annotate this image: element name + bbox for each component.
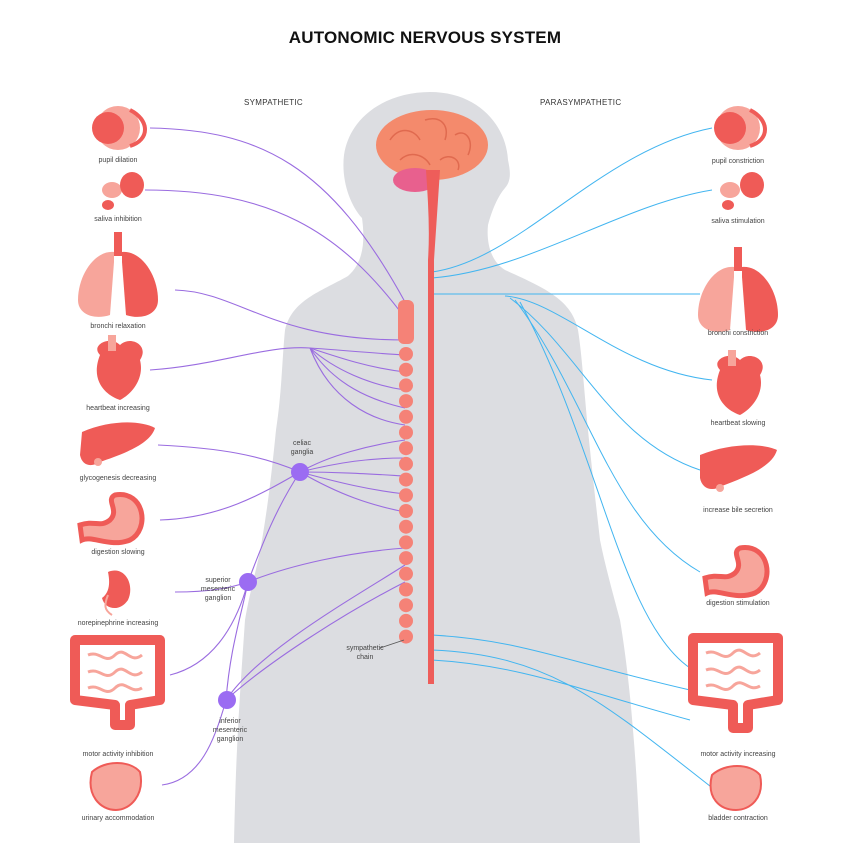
chain-bead: [399, 362, 413, 377]
chain-bead: [399, 378, 413, 393]
chain-bead: [399, 394, 413, 409]
chain-bead: [399, 598, 413, 613]
caption-bronchi-constriction: bronchi constriction: [707, 330, 769, 337]
superior-mesenteric-ganglion: [239, 573, 257, 591]
kidney-icon: [102, 570, 131, 616]
eye-icon-right: [714, 106, 767, 150]
stomach-icon: [77, 492, 145, 546]
caption-saliva-inhibition: saliva inhibition: [94, 216, 142, 223]
diagram-title: AUTONOMIC NERVOUS SYSTEM: [288, 28, 562, 47]
chain-bead: [399, 472, 413, 487]
caption-norepinephrine-increasing: norepinephrine increasing: [77, 620, 159, 627]
caption-urinary-accommodation: urinary accommodation: [81, 815, 155, 822]
salivary-gland-icon: [102, 172, 144, 210]
chain-bead: [399, 535, 413, 550]
caption-heartbeat-slowing: heartbeat slowing: [710, 420, 766, 427]
eye-icon: [92, 106, 147, 150]
caption-pupil-constriction: pupil constriction: [711, 158, 765, 165]
intestines-icon-right: [688, 633, 783, 733]
parasympathetic-label: PARASYMPATHETIC: [540, 98, 622, 107]
heart-icon-right: [716, 350, 763, 415]
caption-saliva-stimulation: saliva stimulation: [711, 218, 765, 225]
chain-bead: [399, 488, 413, 503]
inferior-mesenteric-ganglion: [218, 691, 236, 709]
salivary-gland-icon-right: [720, 172, 764, 210]
lungs-icon: [78, 232, 158, 317]
chain-bead: [399, 409, 413, 424]
caption-digestion-stimulation: digestion stimulation: [706, 600, 770, 607]
caption-heartbeat-increasing: heartbeat increasing: [86, 405, 150, 412]
chain-bead: [399, 551, 413, 566]
liver-icon-right: [700, 445, 777, 492]
bladder-icon: [89, 762, 142, 812]
chain-bead: [399, 441, 413, 456]
sympathetic-chain-top: [398, 300, 414, 344]
chain-bead: [399, 566, 413, 581]
celiac-ganglia-label: celiac ganglia: [290, 440, 314, 456]
celiac-ganglion: [291, 463, 309, 481]
body-silhouette: [234, 92, 640, 843]
caption-motor-activity-increasing: motor activity increasing: [700, 751, 776, 758]
chain-bead: [399, 456, 413, 471]
caption-increase-bile-secretion: increase bile secretion: [703, 507, 773, 514]
sympathetic-nerves: [144, 127, 406, 786]
chain-bead: [399, 519, 413, 534]
intestines-icon: [70, 635, 165, 730]
caption-bladder-contraction: bladder contraction: [708, 815, 768, 822]
parasympathetic-nerves: [431, 127, 716, 791]
lungs-icon-right: [698, 247, 778, 332]
inferior-mesenteric-ganglion-label: inferior mesenteric ganglion: [212, 718, 248, 743]
chain-bead: [399, 629, 413, 644]
chain-bead: [399, 347, 413, 361]
liver-icon: [80, 422, 155, 466]
sympathetic-label: SYMPATHETIC: [244, 98, 304, 107]
chain-pointer: [379, 639, 405, 649]
spinal-cord: [426, 170, 440, 684]
chain-bead: [399, 613, 413, 628]
chain-bead: [399, 504, 413, 518]
caption-glycogenesis-decreasing: glycogenesis decreasing: [79, 475, 157, 482]
chain-bead: [399, 425, 413, 440]
bladder-icon-right: [709, 765, 762, 812]
caption-bronchi-relaxation: bronchi relaxation: [90, 323, 146, 330]
brain-icon: [376, 110, 488, 192]
sympathetic-chain: [399, 347, 413, 644]
superior-mesenteric-ganglion-label: superior mesenteric ganglion: [200, 577, 236, 602]
caption-pupil-dilation: pupil dilation: [98, 157, 138, 164]
caption-digestion-slowing: digestion slowing: [91, 549, 145, 556]
heart-icon: [96, 335, 143, 400]
stomach-icon-right: [702, 545, 770, 599]
caption-motor-activity-inhibition: motor activity inhibition: [82, 751, 154, 758]
sympathetic-chain-label: sympathetic chain: [346, 645, 384, 661]
chain-bead: [399, 582, 413, 597]
